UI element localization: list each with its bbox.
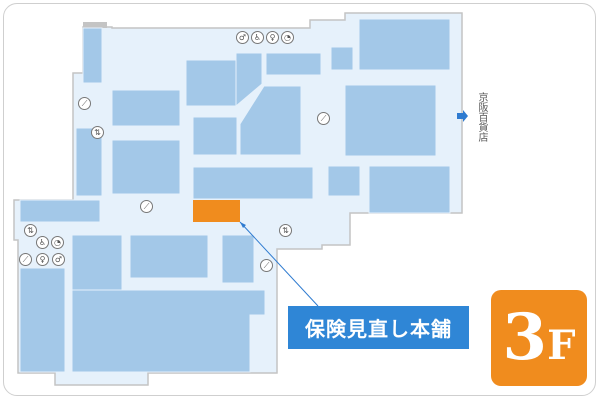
escalator-icon: ⟋ — [140, 200, 153, 213]
exit-arrow-icon[interactable] — [457, 110, 468, 122]
restroom-male-icon: ♂ — [52, 253, 65, 266]
floor-unit: F — [547, 322, 576, 369]
elevator-icon: ⇅ — [24, 224, 37, 237]
accessible-restroom-icon: ♿ — [251, 31, 264, 44]
highlighted-store-area[interactable] — [193, 200, 240, 222]
restroom-female-icon: ♀ — [36, 253, 49, 266]
store-name-callout[interactable]: 保険見直し本舗 — [288, 306, 469, 349]
adjacent-building-label: 京阪百貨店 — [476, 92, 487, 142]
escalator-icon: ⟋ — [19, 253, 32, 266]
escalator-icon: ⟋ — [317, 112, 330, 125]
escalator-icon: ⟋ — [78, 97, 91, 110]
elevator-icon: ⇅ — [279, 224, 292, 237]
elevator-icon: ⇅ — [91, 126, 104, 139]
restroom-male-icon: ♂ — [236, 31, 249, 44]
pointer-arrowhead — [240, 222, 246, 228]
floor-number: 3 — [502, 300, 548, 375]
floor-badge: 3 F — [491, 290, 587, 386]
pointer-line — [239, 221, 319, 307]
map-entrance-marker — [83, 22, 107, 28]
store-name-label: 保険見直し本舗 — [305, 317, 452, 341]
nursing-room-icon: ◔ — [281, 31, 294, 44]
nursing-room-icon: ◔ — [51, 236, 64, 249]
restroom-female-icon: ♀ — [266, 31, 279, 44]
accessible-restroom-icon: ♿ — [36, 236, 49, 249]
escalator-icon: ⟋ — [260, 259, 273, 272]
